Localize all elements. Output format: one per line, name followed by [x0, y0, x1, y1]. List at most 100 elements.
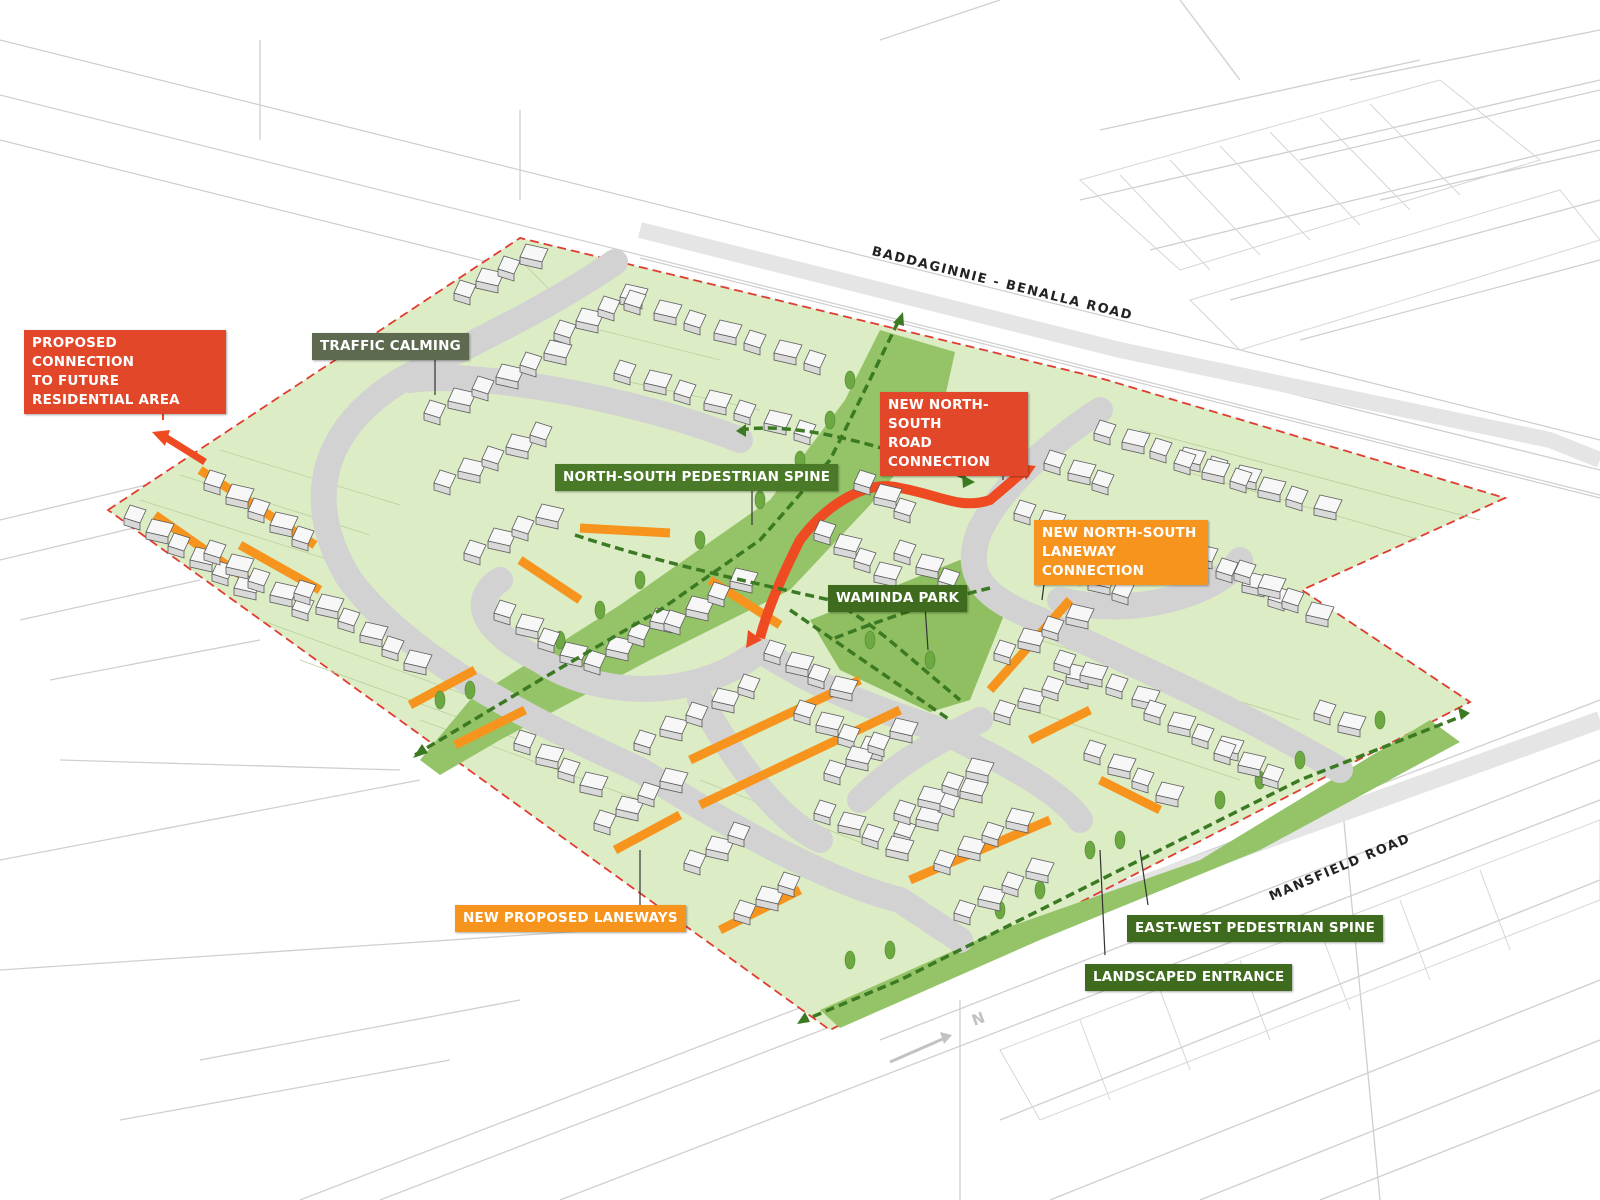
building-facade	[1121, 441, 1145, 455]
building-facade	[733, 412, 751, 426]
building-facade	[293, 592, 311, 606]
building-facade	[453, 292, 471, 306]
building-facade	[269, 594, 293, 608]
building-facade	[583, 662, 601, 676]
building-facade	[1053, 662, 1071, 676]
building-facade	[977, 898, 1001, 912]
building-facade	[247, 510, 265, 524]
building-facade	[1001, 884, 1019, 898]
building-facade	[505, 446, 529, 460]
callout-ns-pedestrian-spine: NORTH-SOUTH PEDESTRIAN SPINE	[555, 464, 839, 491]
building-facade	[1067, 472, 1091, 486]
building-facade	[1257, 489, 1281, 503]
building-facade	[1111, 592, 1129, 606]
building-facade	[743, 342, 761, 356]
building-facade	[885, 848, 909, 862]
pedestrian-paths	[414, 317, 1466, 1024]
building-facade	[337, 620, 355, 634]
building-facade	[315, 606, 339, 620]
building-facade	[605, 648, 629, 662]
building-facade	[703, 402, 727, 416]
building-facade	[403, 662, 427, 676]
building-facade	[535, 516, 559, 530]
building-facade	[1013, 512, 1031, 526]
building-facade	[1313, 507, 1337, 521]
building-facade	[211, 573, 229, 587]
building-facade	[829, 688, 853, 702]
building-facade	[729, 580, 753, 594]
building-facade	[613, 372, 631, 386]
callout-waminda-park: WAMINDA PARK	[828, 585, 968, 612]
building-facade	[575, 320, 599, 334]
building-facade	[673, 392, 691, 406]
building-facade	[653, 312, 677, 326]
building-facade	[1087, 582, 1111, 596]
building-facade	[233, 587, 257, 601]
building-facade	[1267, 598, 1285, 612]
building-facade	[993, 652, 1011, 666]
building-facade	[685, 608, 709, 622]
building-facade	[615, 808, 639, 822]
building-facade	[359, 634, 383, 648]
building-facade	[1167, 724, 1191, 738]
building-facade	[777, 884, 795, 898]
building-facade	[557, 770, 575, 784]
ns-road-arrowhead-south	[746, 630, 762, 648]
building-facade	[1005, 820, 1029, 834]
building-facade	[1155, 794, 1179, 808]
building-facade	[247, 580, 265, 594]
building-facade	[965, 770, 989, 784]
building-facade	[663, 622, 681, 636]
building-facade	[845, 758, 869, 772]
building-facade	[519, 364, 537, 378]
building-facade	[803, 362, 821, 376]
building-facade	[1237, 764, 1261, 778]
callout-future-residential-connection: PROPOSED CONNECTION TO FUTURE RESIDENTIA…	[24, 330, 226, 414]
building-facade	[1093, 432, 1111, 446]
baddaginnie-road-corridor	[638, 222, 1600, 468]
building-facade	[1079, 674, 1103, 688]
building-facade	[707, 594, 725, 608]
building-facade	[893, 812, 911, 826]
building-facade	[1017, 640, 1041, 654]
building-facade	[481, 458, 499, 472]
building-facade	[1041, 688, 1059, 702]
building-facade	[981, 834, 999, 848]
building-facade	[537, 640, 555, 654]
building-facade	[623, 302, 641, 316]
building-facade	[487, 540, 511, 554]
building-facade	[1305, 614, 1329, 628]
building-facade	[637, 794, 655, 808]
building-facade	[861, 836, 879, 850]
building-facade	[1149, 450, 1167, 464]
building-facade	[643, 382, 667, 396]
building-facade	[475, 280, 499, 294]
building-facade	[515, 626, 539, 640]
building-facade	[889, 730, 913, 744]
building-facade	[683, 862, 701, 876]
building-facade	[543, 352, 567, 366]
building-facade	[867, 744, 885, 758]
building-facade	[763, 652, 781, 666]
building-facade	[1105, 686, 1123, 700]
building-facade	[959, 790, 983, 804]
building-facade	[1143, 712, 1161, 726]
building-facade	[627, 634, 645, 648]
building-facade	[953, 912, 971, 926]
building-facade	[793, 712, 811, 726]
building-facade	[381, 648, 399, 662]
building-facade	[123, 517, 141, 531]
building-facade	[993, 712, 1011, 726]
path-arrowheads	[413, 312, 1470, 1024]
building-facade	[893, 510, 911, 524]
building-facade	[1043, 462, 1061, 476]
building-facade	[535, 756, 559, 770]
building-facade	[167, 545, 185, 559]
building-facade	[447, 400, 471, 414]
building-facade	[823, 772, 841, 786]
ew-green-spine	[820, 720, 1460, 1028]
building-facade	[633, 742, 651, 756]
building-facade	[529, 434, 547, 448]
